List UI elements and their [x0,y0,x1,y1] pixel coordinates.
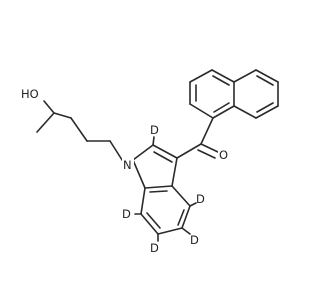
bond [43,100,55,114]
bond [189,69,213,83]
bond [212,75,230,86]
bond [109,140,125,164]
deuterium-label-c7: D [122,207,131,221]
bond [53,112,72,119]
bond [132,159,146,189]
bond [177,209,185,226]
bond [197,149,216,159]
deuterium-label-c2: D [150,123,159,137]
bond [140,187,146,215]
bond [256,75,274,86]
hydroxyhexyl-chain [36,100,125,164]
bond [233,105,257,119]
hydroxyl-label: HO [21,87,39,101]
bond [189,202,197,207]
bond [146,212,161,229]
bond [70,117,88,142]
deuterium-label-c6: D [150,241,159,255]
bond [200,117,214,145]
bond [140,213,159,235]
naphthalene-ring [189,69,279,119]
bond [255,105,279,119]
bond [181,205,191,229]
bond [213,102,230,113]
atom-labels: HO N O D D D D D [20,86,230,255]
bond [149,190,168,193]
indole-ring [132,144,191,235]
bond [211,69,235,83]
bond [233,69,257,83]
molecule-structure: HO N O D D D D D [20,69,279,255]
bond [152,144,178,159]
bond [157,227,183,235]
bond [171,157,178,187]
bond [255,69,279,83]
bond [171,185,191,207]
bond [144,185,173,189]
deuterium-label-c4: D [196,192,205,206]
bond [189,103,214,119]
deuterium-bonds [134,136,197,242]
bond [152,136,155,146]
bond [132,144,154,161]
nitrogen-label: N [123,158,132,172]
molecule-canvas: HO N O D D D D D [20,69,279,255]
bond [176,143,202,159]
bond [181,227,191,235]
bond [153,151,173,163]
bond [200,143,219,153]
oxygen-label: O [219,148,228,162]
bond [36,112,55,133]
bond [212,105,235,119]
deuterium-label-c5: D [190,233,199,247]
bond [256,102,274,113]
carbonyl-group [176,117,219,159]
